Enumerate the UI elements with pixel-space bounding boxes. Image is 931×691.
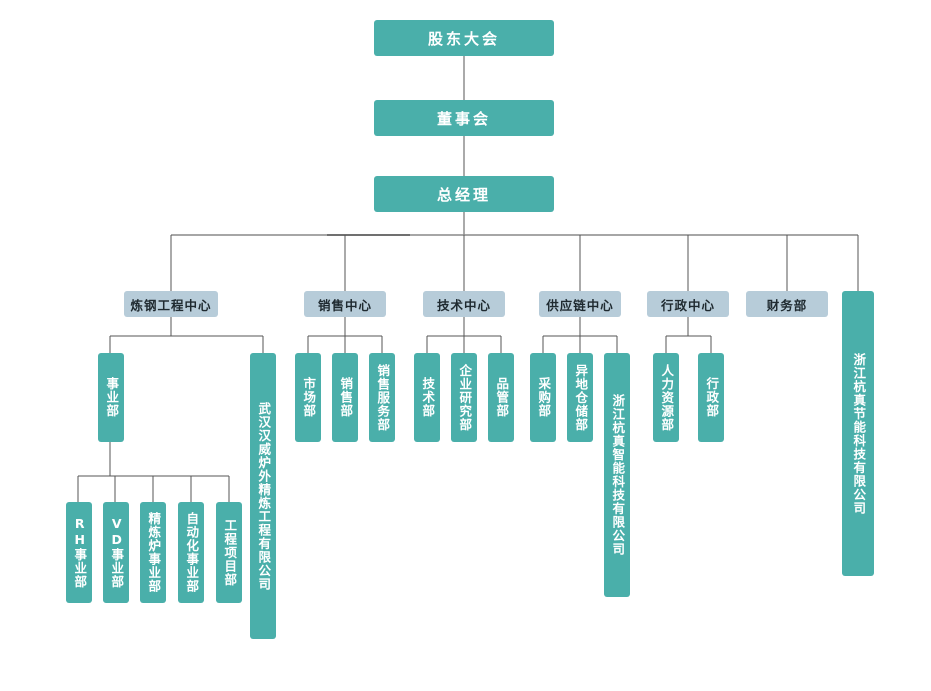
subsidiary-label: 浙江杭真智能科技有限公司 <box>610 394 626 556</box>
dept-label: 销售部 <box>338 377 354 418</box>
dept-marketing[interactable]: 市场部 <box>295 353 321 442</box>
center-label: 供应链中心 <box>546 297 614 313</box>
unit-automation[interactable]: 自动化事业部 <box>178 502 204 603</box>
subsidiary-label: 浙江杭真节能科技有限公司 <box>851 352 867 515</box>
center-administration[interactable]: 行政中心 <box>647 291 729 317</box>
subsidiary-hangzhen-intelligent[interactable]: 浙江杭真智能科技有限公司 <box>604 353 630 597</box>
dept-human-resources[interactable]: 人力资源部 <box>653 353 679 442</box>
board-node[interactable]: 董事会 <box>374 100 554 136</box>
unit-label: 精炼炉事业部 <box>146 512 162 593</box>
dept-label: 销售服务部 <box>375 363 391 432</box>
dept-label: 企业研究部 <box>457 363 473 432</box>
dept-label: 品管部 <box>494 377 510 418</box>
dept-business-division[interactable]: 事业部 <box>98 353 124 442</box>
dept-sales[interactable]: 销售部 <box>332 353 358 442</box>
dept-remote-warehouse[interactable]: 异地仓储部 <box>567 353 593 442</box>
dept-procurement[interactable]: 采购部 <box>530 353 556 442</box>
shareholders-label: 股东大会 <box>427 29 500 48</box>
dept-administration[interactable]: 行政部 <box>698 353 724 442</box>
dept-label: 技术部 <box>420 377 436 418</box>
subsidiary-label: 武汉汉威炉外精炼工程有限公司 <box>256 401 272 591</box>
unit-refining-furnace[interactable]: 精炼炉事业部 <box>140 502 166 603</box>
center-label: 行政中心 <box>660 297 715 313</box>
center-sales[interactable]: 销售中心 <box>304 291 386 317</box>
center-label: 财务部 <box>766 297 808 313</box>
unit-engineering-project[interactable]: 工程项目部 <box>216 502 242 603</box>
subsidiary-hangzhen-energy[interactable]: 浙江杭真节能科技有限公司 <box>842 291 874 576</box>
center-technology[interactable]: 技术中心 <box>423 291 505 317</box>
unit-label: RH事业部 <box>72 516 88 589</box>
center-label: 炼钢工程中心 <box>130 297 212 313</box>
dept-label: 采购部 <box>536 377 552 418</box>
center-supply-chain[interactable]: 供应链中心 <box>539 291 621 317</box>
general-manager-node[interactable]: 总经理 <box>374 176 554 212</box>
dept-enterprise-research[interactable]: 企业研究部 <box>451 353 477 442</box>
dept-label: 行政部 <box>704 377 720 418</box>
center-steel-engineering[interactable]: 炼钢工程中心 <box>124 291 218 317</box>
center-label: 销售中心 <box>317 297 372 313</box>
unit-vd[interactable]: VD事业部 <box>103 502 129 603</box>
dept-technology[interactable]: 技术部 <box>414 353 440 442</box>
unit-label: 自动化事业部 <box>184 512 200 593</box>
unit-rh[interactable]: RH事业部 <box>66 502 92 603</box>
unit-label: VD事业部 <box>109 516 125 589</box>
dept-label: 异地仓储部 <box>573 363 589 432</box>
shareholders-meeting-node[interactable]: 股东大会 <box>374 20 554 56</box>
center-finance[interactable]: 财务部 <box>746 291 828 317</box>
dept-quality[interactable]: 品管部 <box>488 353 514 442</box>
board-label: 董事会 <box>436 109 491 128</box>
gm-label: 总经理 <box>436 185 491 204</box>
center-label: 技术中心 <box>436 297 491 313</box>
dept-sales-service[interactable]: 销售服务部 <box>369 353 395 442</box>
subsidiary-wuhan-hanwei[interactable]: 武汉汉威炉外精炼工程有限公司 <box>250 353 276 639</box>
dept-label: 人力资源部 <box>659 363 675 432</box>
dept-label: 市场部 <box>301 377 317 418</box>
dept-label: 事业部 <box>104 377 120 418</box>
unit-label: 工程项目部 <box>222 518 238 587</box>
